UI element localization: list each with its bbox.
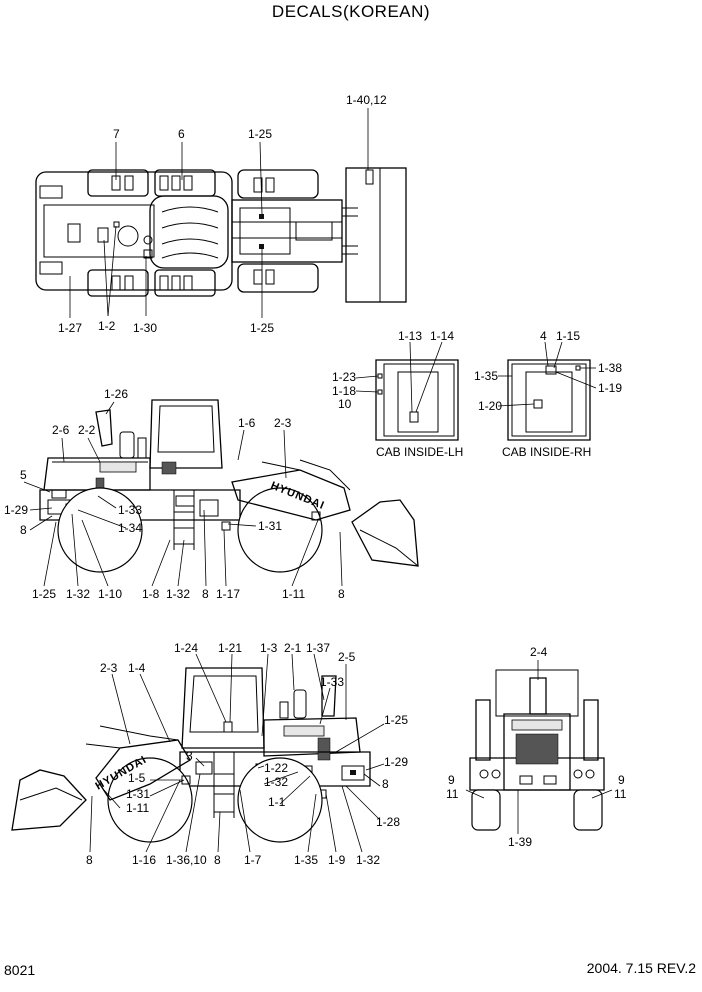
revision-date: 2004. 7.15 REV.2 (586, 960, 696, 976)
cab-rh-caption: CAB INSIDE-RH (502, 445, 591, 459)
left-side-view: HYUNDAI (39, 399, 419, 573)
callout-label: 1-39 (508, 835, 532, 849)
callout-label: 8 (20, 523, 27, 537)
rear-view-leaders (465, 660, 613, 834)
callout-label: 1-30 (133, 321, 157, 335)
callout-label: 1-32 (166, 587, 190, 601)
callout-label: 1-20 (478, 399, 502, 413)
callout-label: 1-31 (258, 519, 282, 533)
callout-label: 9 (618, 773, 625, 787)
callout-label: 1-25 (250, 321, 274, 335)
callout-label: 1-15 (556, 329, 580, 343)
callout-label: 1-14 (430, 329, 454, 343)
callout-label: 1-19 (598, 381, 622, 395)
callout-label: 1-4 (128, 661, 146, 675)
right-side-leaders (89, 653, 385, 853)
callout-label: 8 (86, 853, 93, 867)
callout-label: 1-27 (58, 321, 82, 335)
callout-label: 8 (382, 777, 389, 791)
callout-label: 8 (338, 587, 345, 601)
callout-label: 1-11 (282, 587, 305, 601)
cab-lh-caption: CAB INSIDE-LH (376, 445, 463, 459)
callout-label: 11 (446, 787, 459, 801)
callout-label: 1-35 (294, 853, 318, 867)
callout-label: 5 (20, 468, 27, 482)
cab-inside-lh (375, 359, 459, 441)
page-number: 8021 (4, 962, 36, 978)
callout-label: 1-32 (356, 853, 380, 867)
callout-label: 1-33 (320, 675, 344, 689)
callout-label: 1-7 (244, 853, 262, 867)
cab-lh-leaders (355, 341, 443, 413)
rear-view (469, 669, 605, 831)
callout-label: 1-8 (142, 587, 160, 601)
callout-label: 1-31 (126, 787, 150, 801)
callout-label: 8 (202, 587, 209, 601)
callout-labels: 7 6 1-25 1-40,12 1-27 1-2 1-30 1-25 1-13… (4, 93, 627, 867)
callout-label: 2-2 (78, 423, 96, 437)
callout-label: 1-24 (174, 641, 198, 655)
callout-label: 1-21 (218, 641, 242, 655)
callout-label: 1-23 (332, 370, 356, 384)
callout-label: 1-25 (32, 587, 56, 601)
callout-label: 2-1 (284, 641, 302, 655)
page-title: DECALS(KOREAN) (271, 2, 431, 21)
callout-label: 1-16 (132, 853, 156, 867)
callout-label: 1-11 (126, 801, 149, 815)
callout-label: 9 (448, 773, 455, 787)
callout-label: 1-22 (264, 761, 288, 775)
callout-label: 1-18 (332, 384, 356, 398)
callout-label: 1-9 (328, 853, 346, 867)
callout-label: 3 (186, 749, 193, 763)
callout-label: 1-17 (216, 587, 240, 601)
callout-label: 1-25 (248, 127, 272, 141)
callout-label: 1-32 (66, 587, 90, 601)
callout-label: 2-5 (338, 650, 356, 664)
callout-label: 1-3 (260, 641, 278, 655)
callout-label: 1-38 (598, 361, 622, 375)
top-view (35, 167, 407, 303)
callout-label: 11 (614, 787, 627, 801)
callout-label: 4 (540, 329, 547, 343)
cab-rh-leaders (497, 341, 597, 407)
callout-label: 10 (338, 397, 352, 411)
callout-label: 1-34 (118, 521, 142, 535)
callout-label: 1-29 (4, 503, 28, 517)
callout-label: 1-33 (118, 503, 142, 517)
callout-label: 1-28 (376, 815, 400, 829)
callout-label: 2-4 (530, 645, 548, 659)
callout-label: 1-37 (306, 641, 330, 655)
callout-label: 1-10 (98, 587, 122, 601)
callout-label: 2-3 (274, 416, 292, 430)
callout-label: 1-1 (268, 795, 286, 809)
left-side-leaders (23, 401, 343, 587)
callout-label: 1-26 (104, 387, 128, 401)
callout-label: 1-40,12 (346, 93, 387, 107)
callout-label: 1-29 (384, 755, 408, 769)
callout-label: 1-36,10 (166, 853, 207, 867)
callout-label: 8 (214, 853, 221, 867)
callout-label: 2-6 (52, 423, 70, 437)
callout-label: 1-25 (384, 713, 408, 727)
callout-label: 1-35 (474, 369, 498, 383)
top-view-leaders (69, 108, 369, 318)
callout-label: 1-2 (98, 319, 116, 333)
callout-label: 1-32 (264, 775, 288, 789)
callout-label: 1-13 (398, 329, 422, 343)
callout-label: 6 (178, 127, 185, 141)
callout-label: 7 (113, 127, 120, 141)
callout-label: 2-3 (100, 661, 118, 675)
callout-label: 1-5 (128, 771, 146, 785)
cab-inside-rh (507, 359, 591, 441)
callout-label: 1-6 (238, 416, 256, 430)
